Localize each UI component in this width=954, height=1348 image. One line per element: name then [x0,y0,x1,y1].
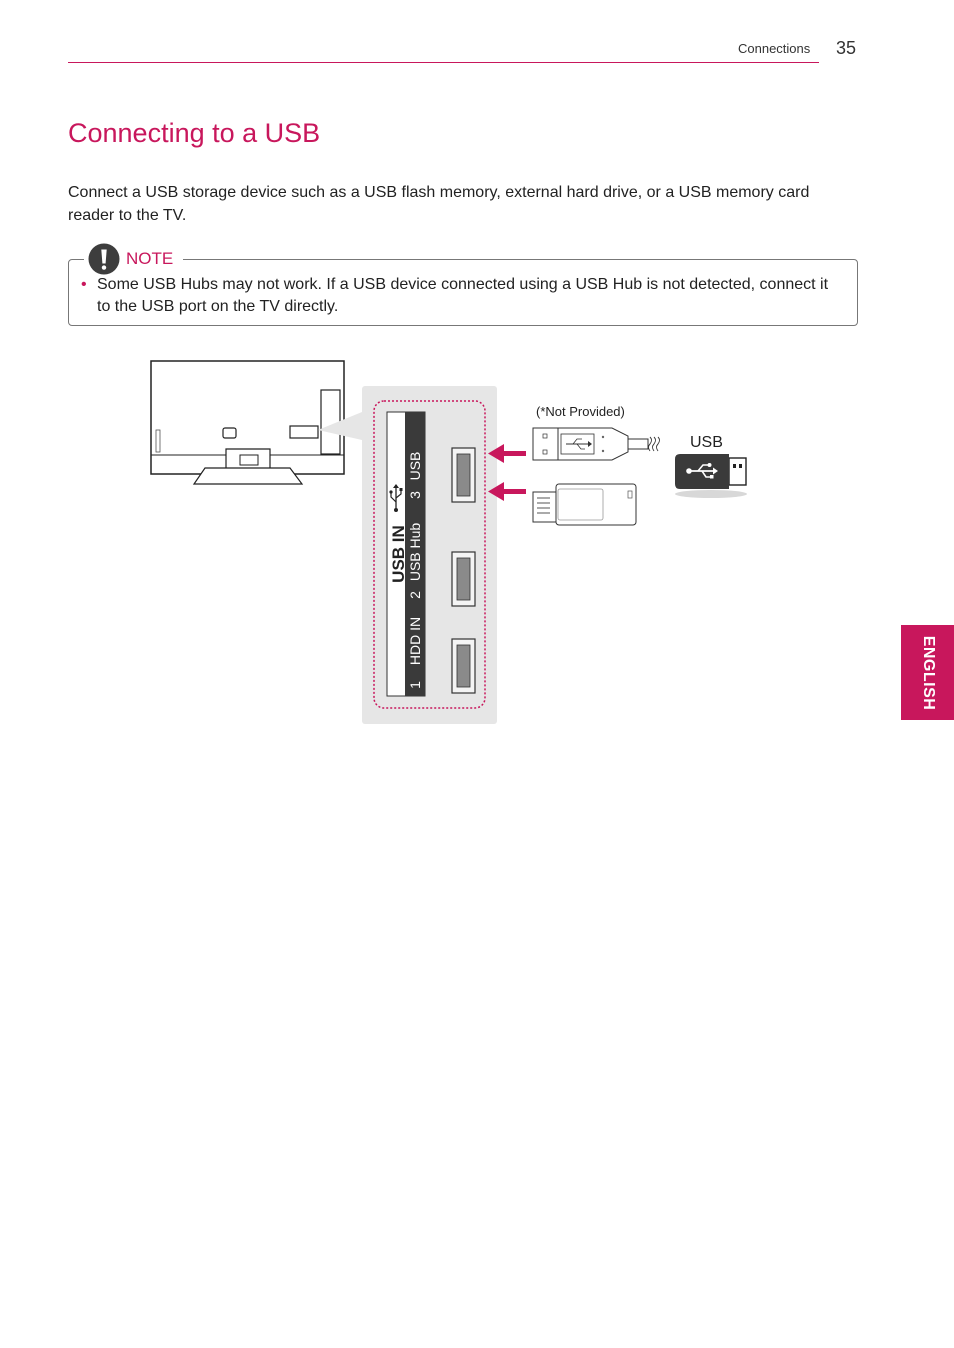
language-side-tab: ENGLISH [901,625,954,720]
note-item: • Some USB Hubs may not work. If a USB d… [81,274,837,318]
port-2-label: USB Hub [407,523,423,582]
insert-arrow-stick [488,482,526,501]
usb-jack-panel [362,386,497,724]
exclamation-icon [88,243,120,275]
intro-paragraph: Connect a USB storage device such as a U… [68,184,810,224]
port-1-number: 1 [407,681,423,689]
port-2-number: 2 [407,591,423,599]
usb-socket-1 [451,638,476,694]
language-label: ENGLISH [920,635,937,711]
port-1-label: HDD IN [407,617,423,665]
panel-title: USB IN [389,525,408,583]
port-3-label: USB [407,452,423,481]
tv-rear-illustration [150,360,345,485]
insert-arrow-cable [488,444,526,463]
usb-socket-2 [451,551,476,607]
usb-flash-drive [532,483,637,526]
header-rule [68,62,819,63]
cable-caption: (*Not Provided) [536,404,625,419]
usb-socket-3 [451,447,476,503]
port-3-number: 3 [407,491,423,499]
usb-cable-plug [532,427,660,461]
page-title: Connecting to a USB [68,118,321,148]
page-number: 35 [836,38,857,58]
device-label: USB [690,434,723,451]
note-header: NOTE [84,243,184,275]
note-label: NOTE [126,249,174,268]
note-item-text: Some USB Hubs may not work. If a USB dev… [97,276,829,315]
usb-device-icon [675,454,747,498]
usb-trident-icon [389,484,403,512]
bullet-icon: • [81,276,87,293]
usb-connection-diagram: USB IN 1 HDD IN 2 USB Hub 3 USB (*Not Pr… [150,360,747,724]
note-box [68,259,858,326]
header-section: Connections [738,41,811,56]
zoom-callout [318,412,362,440]
